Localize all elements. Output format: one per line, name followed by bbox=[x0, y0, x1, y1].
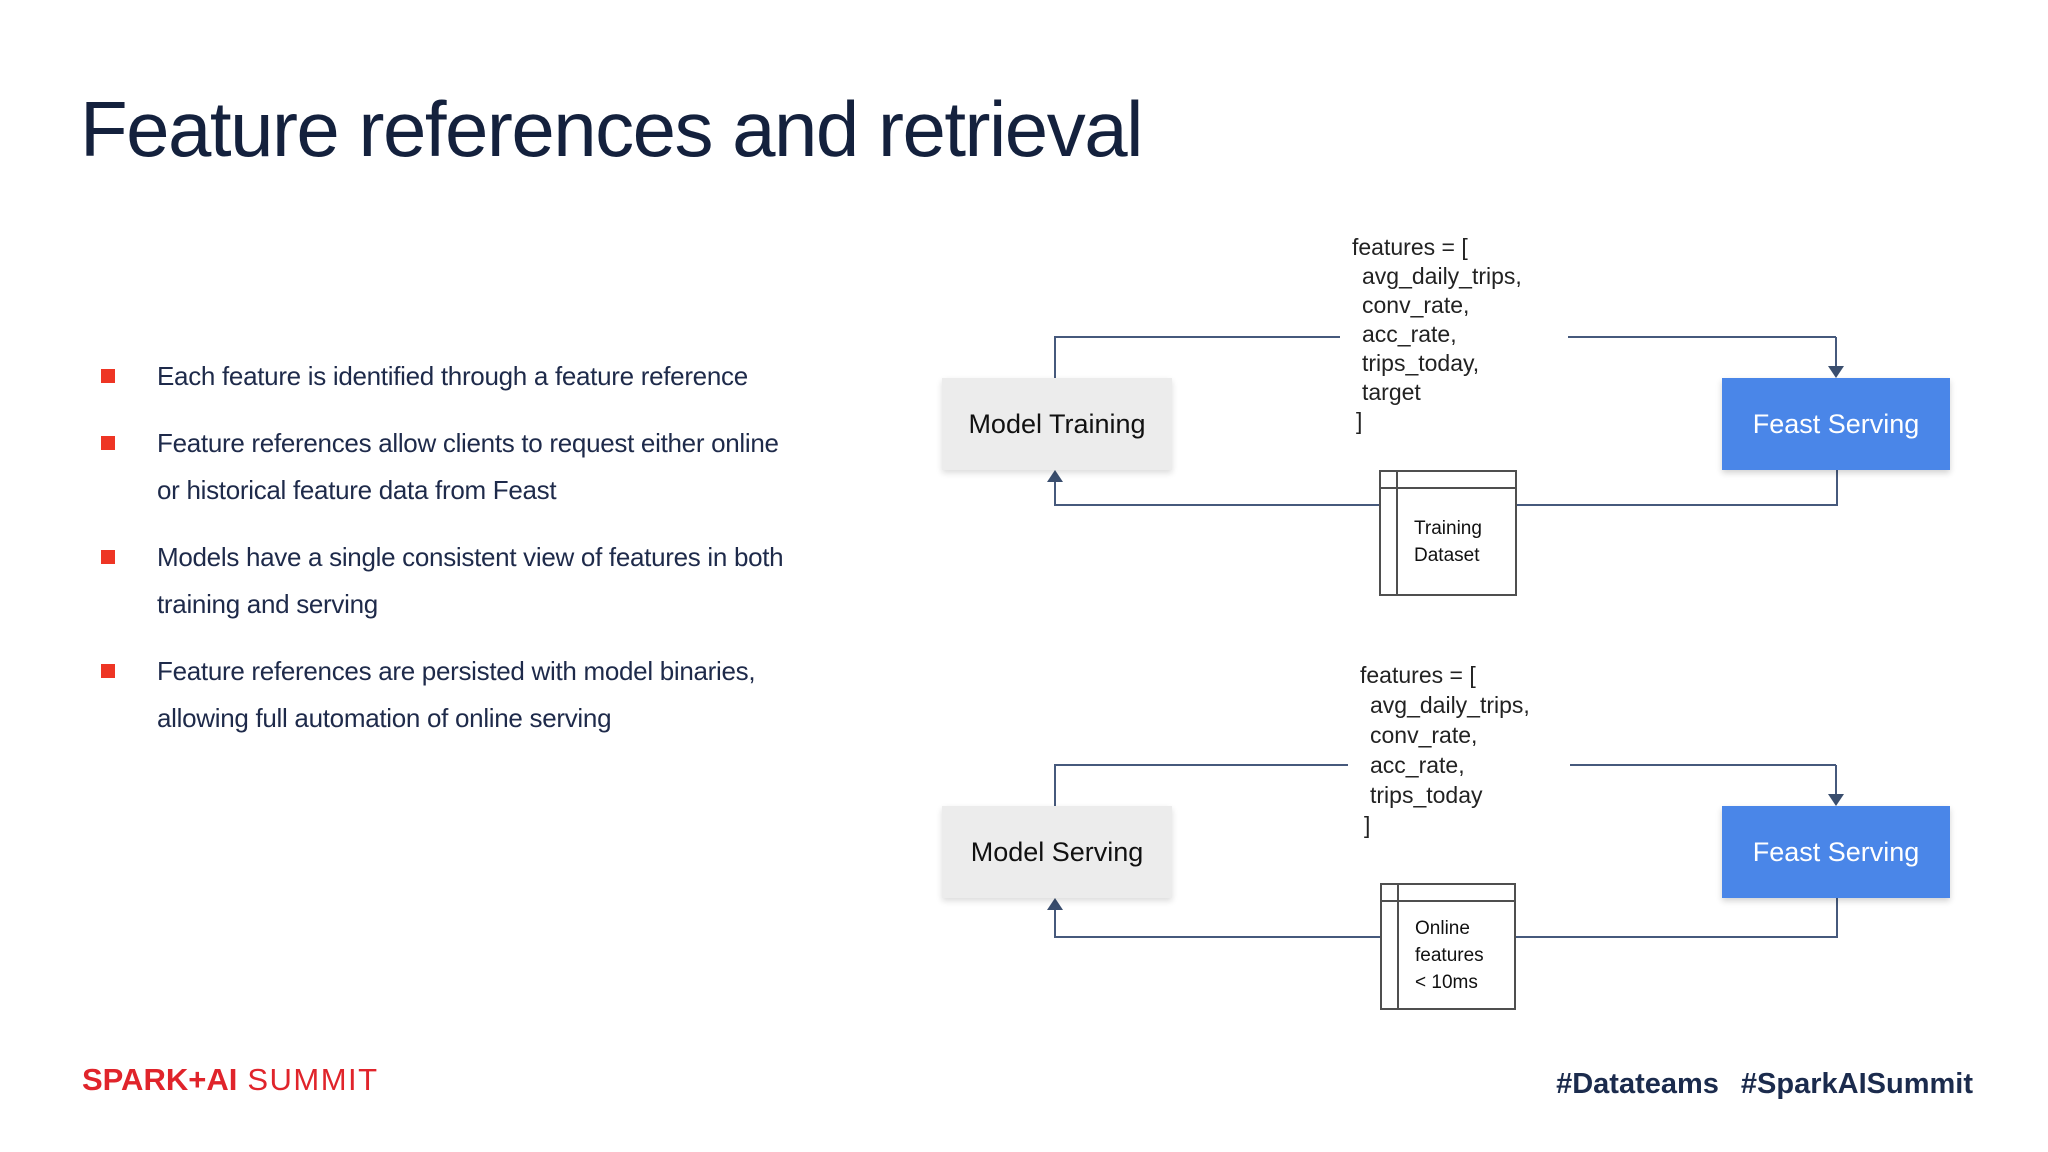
arrowhead-down-icon bbox=[1828, 794, 1844, 806]
connector-line bbox=[1054, 765, 1056, 806]
bullet-line: Feature references allow clients to requ… bbox=[157, 428, 779, 458]
bullet-text: Each feature is identified through a fea… bbox=[157, 353, 748, 400]
code-line: acc_rate, bbox=[1370, 752, 1465, 778]
bullet-line: Each feature is identified through a fea… bbox=[157, 361, 748, 391]
bullet-line: Feature references are persisted with mo… bbox=[157, 656, 756, 686]
bullet-list: Each feature is identified through a fea… bbox=[101, 353, 821, 762]
arrowhead-up-icon bbox=[1047, 898, 1063, 910]
list-item: Models have a single consistent view of … bbox=[101, 534, 821, 628]
artifact-line: features bbox=[1415, 944, 1484, 966]
connector-line bbox=[1836, 470, 1838, 506]
code-line: ] bbox=[1364, 812, 1371, 838]
code-line: features = [ bbox=[1352, 234, 1468, 260]
feast-serving-box: Feast Serving bbox=[1722, 378, 1950, 470]
bullet-line: allowing full automation of online servi… bbox=[157, 703, 612, 733]
event-hashtags: #Datateams #SparkAISummit bbox=[1556, 1068, 1973, 1101]
online-features-box: Online features < 10ms bbox=[1380, 883, 1516, 1010]
list-item: Each feature is identified through a fea… bbox=[101, 353, 821, 400]
artifact-line: < 10ms bbox=[1415, 971, 1478, 993]
connector-line bbox=[1835, 337, 1837, 367]
model-serving-label: Model Serving bbox=[970, 836, 1144, 867]
code-line: avg_daily_trips, bbox=[1370, 692, 1530, 718]
connector-line bbox=[1835, 765, 1837, 795]
code-line: trips_today bbox=[1370, 782, 1483, 808]
code-line: conv_rate, bbox=[1370, 722, 1478, 748]
logo-secondary-text: SUMMIT bbox=[247, 1062, 379, 1097]
hashtag-sparkaisummit: #SparkAISummit bbox=[1740, 1068, 1973, 1100]
connector-line bbox=[1054, 337, 1056, 378]
model-training-label: Model Training bbox=[968, 408, 1146, 439]
artifact-line: Training bbox=[1414, 517, 1482, 539]
code-line: ] bbox=[1356, 408, 1363, 434]
page-title: Feature references and retrieval bbox=[80, 85, 1143, 173]
code-line: features = [ bbox=[1360, 662, 1476, 688]
spark-ai-summit-logo: SPARK+AI SUMMIT bbox=[82, 1062, 379, 1098]
arrowhead-up-icon bbox=[1047, 470, 1063, 482]
table-icon-column-line bbox=[1396, 472, 1398, 594]
bullet-text: Models have a single consistent view of … bbox=[157, 534, 784, 628]
table-icon-header-line bbox=[1382, 900, 1514, 902]
connector-line bbox=[1836, 898, 1838, 938]
feast-serving-label: Feast Serving bbox=[1752, 836, 1920, 867]
model-serving-box: Model Serving bbox=[942, 806, 1172, 898]
training-dataset-box: Training Dataset bbox=[1379, 470, 1517, 596]
bullet-square-icon bbox=[101, 664, 115, 678]
online-features-label: Online features < 10ms bbox=[1399, 902, 1514, 1008]
code-line: acc_rate, bbox=[1362, 321, 1457, 347]
request-code-block: features = [ avg_daily_trips, conv_rate,… bbox=[1348, 660, 1570, 840]
arrowhead-down-icon bbox=[1828, 366, 1844, 378]
table-icon-header-line bbox=[1381, 487, 1515, 489]
list-item: Feature references are persisted with mo… bbox=[101, 648, 821, 742]
list-item: Feature references allow clients to requ… bbox=[101, 420, 821, 514]
bullet-line: Models have a single consistent view of … bbox=[157, 542, 784, 572]
code-line: target bbox=[1362, 379, 1421, 405]
request-code-block: features = [ avg_daily_trips, conv_rate,… bbox=[1340, 233, 1568, 436]
bullet-text: Feature references allow clients to requ… bbox=[157, 420, 779, 514]
training-dataset-label: Training Dataset bbox=[1398, 489, 1515, 594]
bullet-square-icon bbox=[101, 550, 115, 564]
connector-line bbox=[1054, 908, 1056, 938]
code-line: conv_rate, bbox=[1362, 292, 1470, 318]
artifact-line: Dataset bbox=[1414, 544, 1480, 566]
connector-line bbox=[1054, 480, 1056, 506]
code-line: avg_daily_trips, bbox=[1362, 263, 1522, 289]
artifact-line: Online bbox=[1415, 917, 1470, 939]
model-training-box: Model Training bbox=[942, 378, 1172, 470]
code-line: trips_today, bbox=[1362, 350, 1480, 376]
bullet-line: or historical feature data from Feast bbox=[157, 475, 557, 505]
bullet-square-icon bbox=[101, 436, 115, 450]
bullet-text: Feature references are persisted with mo… bbox=[157, 648, 756, 742]
table-icon-column-line bbox=[1397, 885, 1399, 1008]
feast-serving-box: Feast Serving bbox=[1722, 806, 1950, 898]
bullet-line: training and serving bbox=[157, 589, 378, 619]
bullet-square-icon bbox=[101, 369, 115, 383]
hashtag-datateams: #Datateams bbox=[1556, 1068, 1719, 1100]
logo-primary-text: SPARK+AI bbox=[82, 1062, 238, 1097]
feast-serving-label: Feast Serving bbox=[1752, 408, 1920, 439]
